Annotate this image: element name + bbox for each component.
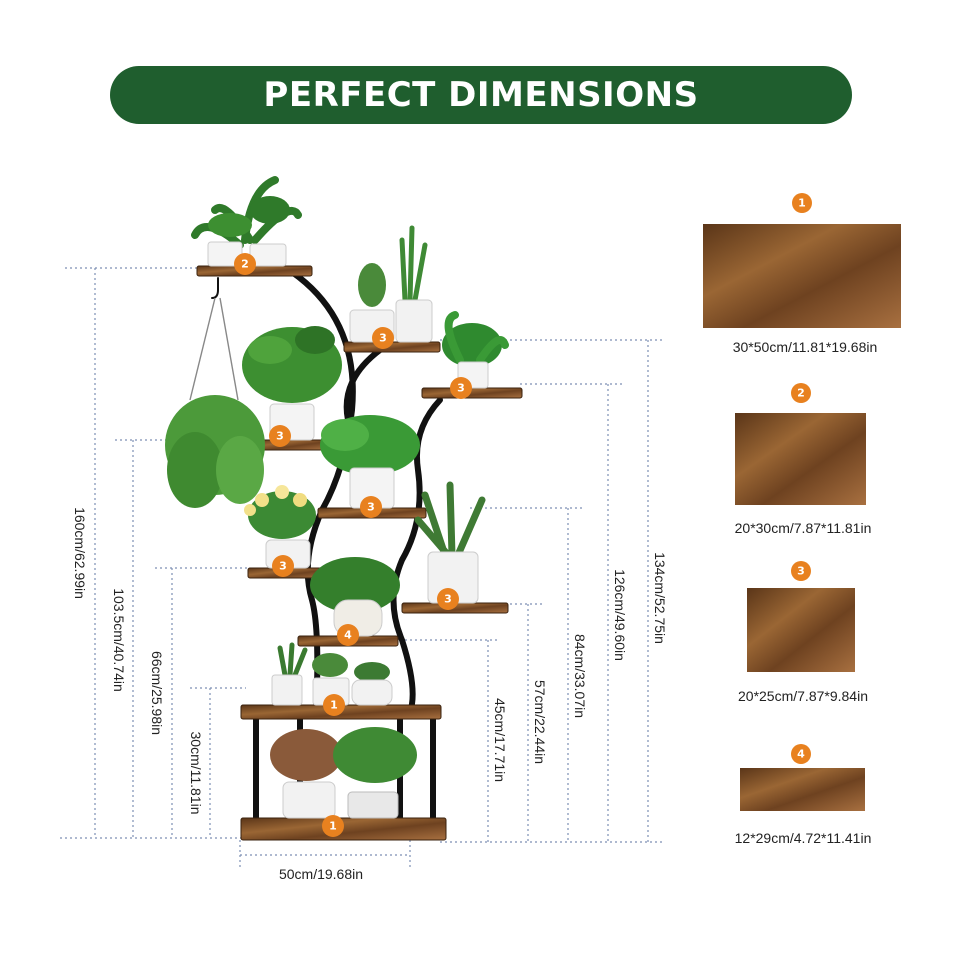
panel-number: 1	[798, 197, 806, 210]
plant-hanging	[165, 395, 265, 508]
svg-text:3: 3	[276, 430, 284, 443]
plants	[165, 176, 509, 819]
dimension-lines	[60, 267, 665, 870]
shelf-badge: 4	[337, 624, 359, 646]
wood-sample	[740, 768, 865, 811]
svg-text:3: 3	[367, 501, 375, 514]
shelf-badges: 2 3 3 3 3 3 3 3 4 1 1	[234, 253, 472, 837]
dim-total-height: 160cm/62.99in	[72, 507, 88, 599]
shelf-badge: 1	[322, 815, 344, 837]
shelf-badge: 2	[234, 253, 256, 275]
svg-text:3: 3	[279, 560, 287, 573]
panel-1: 1 30*50cm/11.81*19.68in	[703, 193, 901, 355]
shelf-right-upper	[421, 387, 523, 399]
page-title: PERFECT DIMENSIONS	[263, 75, 699, 115]
shelf-badge: 3	[437, 588, 459, 610]
panel-2: 2 20*30cm/7.87*11.81in	[735, 383, 872, 536]
plant-right-upper	[442, 311, 509, 389]
wood-sample	[747, 588, 855, 672]
dim-66-height: 66cm/25.98in	[149, 651, 165, 735]
title-banner: PERFECT DIMENSIONS	[110, 66, 852, 124]
shelf-badge: 1	[323, 694, 345, 716]
svg-text:3: 3	[379, 332, 387, 345]
wood-sample	[735, 413, 866, 505]
dim-width: 50cm/19.68in	[279, 866, 363, 882]
wood-sample	[703, 224, 901, 328]
plant-flowers	[244, 485, 316, 569]
panel-caption: 20*30cm/7.87*11.81in	[735, 520, 872, 536]
panel-number: 4	[797, 748, 805, 761]
panel-number: 3	[797, 565, 805, 578]
panel-badge	[791, 561, 811, 581]
svg-text:2: 2	[241, 258, 249, 271]
shelf-badge: 3	[372, 327, 394, 349]
plant-lower-middle	[310, 557, 400, 637]
dim-57-height: 57cm/22.44in	[532, 680, 548, 764]
panel-badge	[791, 383, 811, 403]
plant-bottom	[270, 727, 417, 819]
panel-badge	[791, 744, 811, 764]
dim-134-height: 134cm/52.75in	[652, 552, 668, 644]
shelf-badge: 3	[269, 425, 291, 447]
plant-pothos	[242, 326, 342, 441]
dim-126-height: 126cm/49.60in	[612, 569, 628, 661]
panel-caption: 30*50cm/11.81*19.68in	[733, 339, 878, 355]
panel-number: 2	[797, 387, 805, 400]
svg-text:3: 3	[444, 593, 452, 606]
hanging-chain	[189, 297, 239, 401]
panel-caption: 12*29cm/4.72*11.41in	[735, 830, 872, 846]
panel-badge	[792, 193, 812, 213]
panel-4: 4 12*29cm/4.72*11.41in	[735, 744, 872, 846]
svg-text:1: 1	[330, 699, 338, 712]
dim-103-height: 103.5cm/40.74in	[111, 588, 127, 692]
dim-84-height: 84cm/33.07in	[572, 634, 588, 718]
plant-snake	[414, 481, 486, 604]
plant-middle	[320, 415, 420, 509]
plant-top-left	[191, 176, 302, 267]
plant-cactus	[349, 225, 433, 343]
panel-3: 3 20*25cm/7.87*9.84in	[738, 561, 868, 704]
shelf-badge: 3	[360, 496, 382, 518]
svg-text:4: 4	[344, 629, 352, 642]
panel-caption: 20*25cm/7.87*9.84in	[738, 688, 868, 704]
svg-text:1: 1	[329, 820, 337, 833]
shelf-badge: 3	[272, 555, 294, 577]
shelf-badge: 3	[450, 377, 472, 399]
dim-45-height: 45cm/17.71in	[492, 698, 508, 782]
dim-30-height: 30cm/11.81in	[188, 731, 204, 814]
svg-text:3: 3	[457, 382, 465, 395]
